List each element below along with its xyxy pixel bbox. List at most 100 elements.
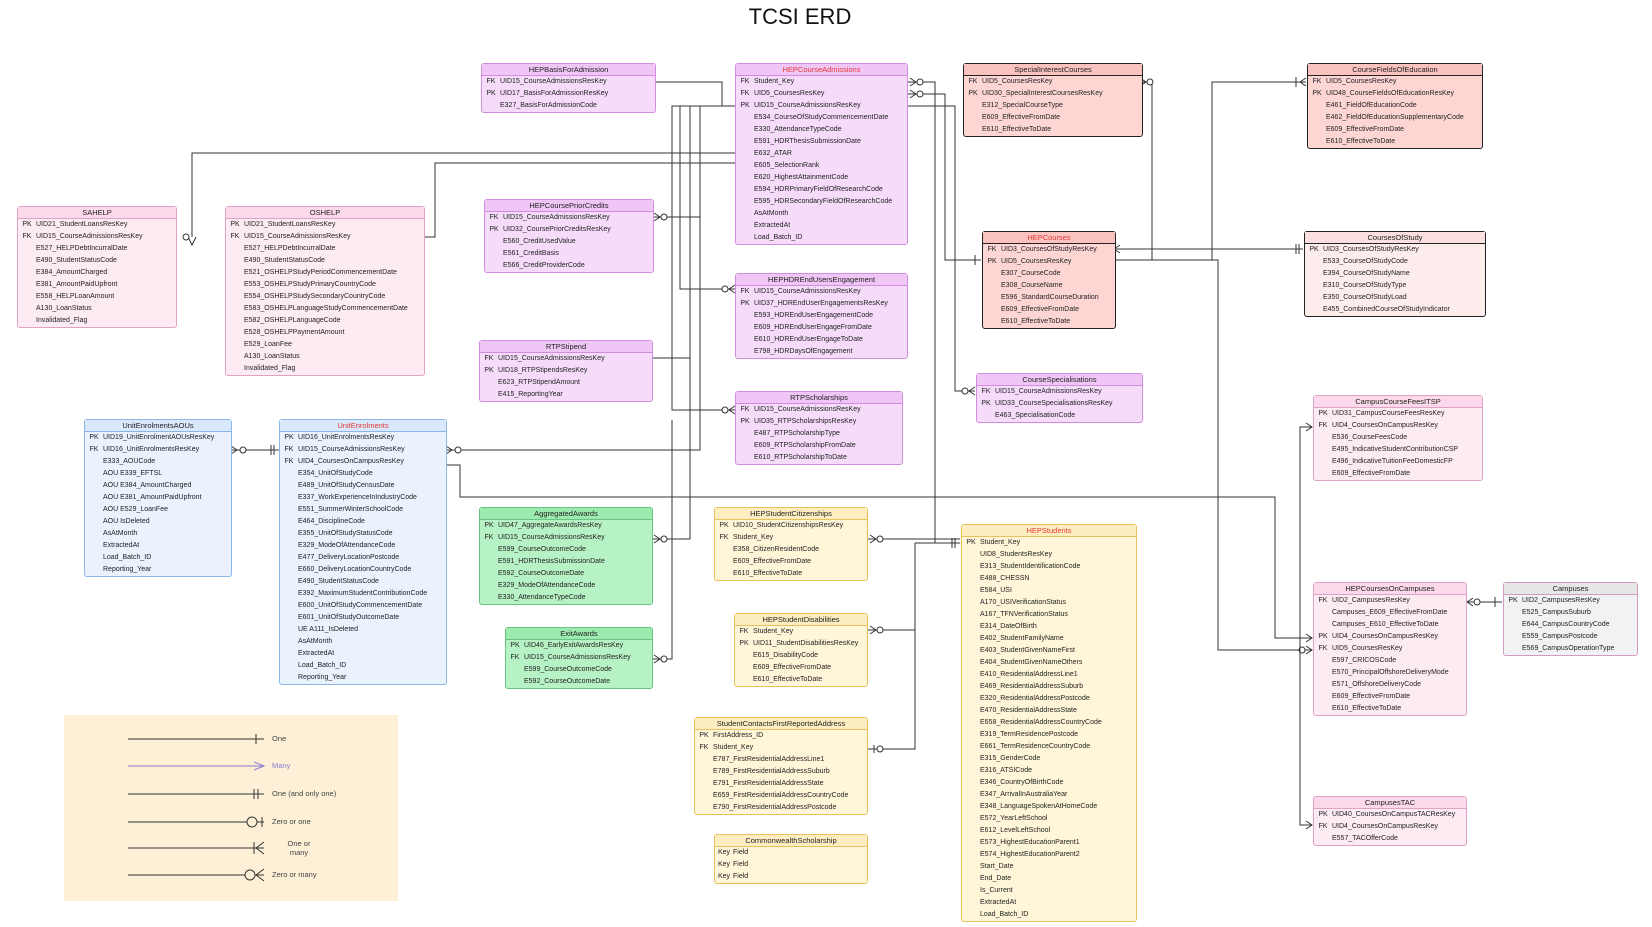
field-name: E320_ResidentialAddressPostcode <box>980 695 1090 702</box>
field-key: PK <box>1318 633 1328 640</box>
field-name: E337_WorkExperienceInIndustryCode <box>298 494 417 501</box>
entity-field-row: E536_CourseFeesCode <box>1314 432 1482 444</box>
entity-field-row: E593_HDREndUserEngagementCode <box>736 310 907 322</box>
entity-field-row: E469_ResidentialAddressSuburb <box>962 681 1136 693</box>
field-name: UID11_StudentDisabilitiesResKey <box>753 640 859 647</box>
field-key <box>735 674 753 686</box>
field-name: E381_AmountPaidUpfront <box>36 281 118 288</box>
entity-field-row: E791_FirstResidentialAddressState <box>695 778 867 790</box>
field-key: PK <box>968 90 978 97</box>
field-key: Key <box>717 861 731 868</box>
entity-field-row: E310_CourseOfStudyType <box>1305 280 1485 292</box>
field-key <box>962 873 980 885</box>
field-name: UID47_AggregateAwardsResKey <box>498 522 602 529</box>
field-key <box>85 528 103 540</box>
field-name: E609_EffectiveFromDate <box>1332 470 1411 477</box>
field-name: E490_StudentStatusCode <box>244 257 325 264</box>
entity-field-row: E487_RTPScholarshipType <box>736 428 902 440</box>
field-name: E609_EffectiveFromDate <box>1001 306 1080 313</box>
field-key <box>736 232 754 244</box>
field-name: E404_StudentGivenNameOthers <box>980 659 1083 666</box>
field-name: UID2_CampusesResKey <box>1522 597 1600 604</box>
entity-field-row: E632_ATAR <box>736 148 907 160</box>
field-key <box>226 351 244 363</box>
field-name: E583_OSHELPLanguageStudyCommencementDate <box>244 305 408 312</box>
field-key <box>485 236 503 248</box>
field-name: E599_CourseOutcomeCode <box>524 666 612 673</box>
field-name: E609_RTPScholarshipFromDate <box>754 442 856 449</box>
field-name: Student_Key <box>753 628 794 635</box>
entity-field-row: ExtractedAt <box>736 220 907 232</box>
field-key: FK <box>1318 597 1328 604</box>
field-key <box>226 279 244 291</box>
field-key <box>85 552 103 564</box>
field-name: E610_EffectiveToDate <box>733 570 803 577</box>
field-key <box>736 160 754 172</box>
entity-field-row: Invalidated_Flag <box>18 315 176 327</box>
field-name: E594_HDRPrimaryFieldOfResearchCode <box>754 186 883 193</box>
field-name: UID15_CourseAdmissionsResKey <box>244 233 351 240</box>
field-name: E658_ResidentialAddressCountryCode <box>980 719 1102 726</box>
field-name: E597_CRICOSCode <box>1332 657 1397 664</box>
entity-field-row: E566_CreditProviderCode <box>485 260 653 272</box>
legend-many: Many <box>272 761 291 770</box>
field-name: E358_CitizenResidentCode <box>733 546 819 553</box>
field-name: Load_Batch_ID <box>980 911 1029 918</box>
field-name: E350_CourseOfStudyLoad <box>1323 294 1407 301</box>
field-key: FK <box>284 458 294 465</box>
field-key <box>715 544 733 556</box>
entity-field-row: E529_LoanFee <box>226 339 424 351</box>
field-key <box>695 754 713 766</box>
entity-field-row: End_Date <box>962 873 1136 885</box>
entity-field-row: E558_HELPLoanAmount <box>18 291 176 303</box>
field-name: UID10_StudentCitizenshipsResKey <box>733 522 844 529</box>
entity-field-row: E307_CourseCode <box>983 268 1115 280</box>
entity-field-row: E330_AttendanceTypeCode <box>480 592 652 604</box>
field-name: E623_RTPStipendAmount <box>498 379 580 386</box>
field-name: UID17_BasisForAdmissionResKey <box>500 90 609 97</box>
entity-field-row: E787_FirstResidentialAddressLine1 <box>695 754 867 766</box>
field-key <box>280 672 298 684</box>
field-key <box>962 561 980 573</box>
field-name: E346_CountryOfBirthCode <box>980 779 1064 786</box>
field-name: UID46_EarlyExitAwardsResKey <box>524 642 624 649</box>
field-name: UID2_CampusesResKey <box>1332 597 1410 604</box>
field-name: E488_CHESSN <box>980 575 1030 582</box>
field-key <box>226 363 244 375</box>
field-key <box>695 790 713 802</box>
field-name: E490_StudentStatusCode <box>298 578 379 585</box>
entity-field-row: E610_EffectiveToDate <box>1314 703 1466 715</box>
entity-field-row: E599_CourseOutcomeCode <box>506 664 652 676</box>
